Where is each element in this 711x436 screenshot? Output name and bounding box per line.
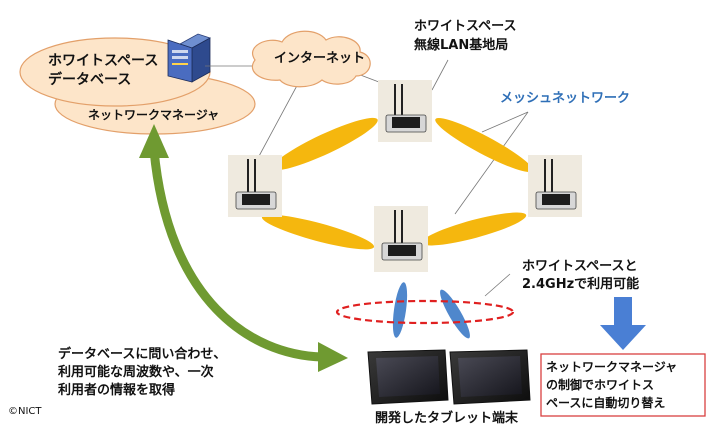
tablet-caption: 開発したタブレット端末: [375, 411, 519, 426]
internet-cloud: [251, 30, 371, 88]
wireless-router-icon: [378, 80, 432, 142]
copyright-notice: ©NICT: [8, 406, 42, 417]
auto-switch-callout: ネットワークマネージャ の制御でホワイトス ペースに自動切り替え: [546, 358, 677, 412]
ws-database-label-line1: ホワイトスペース: [48, 53, 159, 69]
tablet-device-icon: [449, 349, 531, 405]
client-links: [392, 282, 470, 339]
band-ellipse: [335, 299, 515, 325]
base-station-label-line2: 無線LAN基地局: [414, 38, 509, 53]
query-description-line3: 利用者の情報を取得: [58, 383, 176, 398]
query-description-line2: 利用可能な周波数や、一次: [58, 365, 214, 380]
down-arrow: [600, 297, 646, 350]
query-description: データベースに問い合わせ、 利用可能な周波数や、一次 利用者の情報を取得: [58, 346, 226, 400]
mesh-links: [261, 117, 533, 250]
auto-switch-callout-box: [540, 353, 706, 417]
query-arrow: [139, 124, 348, 372]
auto-switch-callout-line3: ペースに自動切り替え: [546, 396, 666, 410]
network-manager-label: ネットワークマネージャ: [88, 108, 220, 122]
base-station-label-line1: ホワイトスペース: [414, 19, 517, 34]
dual-band-label: ホワイトスペースと 2.4GHzで利用可能: [522, 258, 639, 294]
auto-switch-callout-line1: ネットワークマネージャ: [546, 360, 678, 374]
dual-band-label-line1: ホワイトスペースと: [522, 259, 638, 274]
query-description-line1: データベースに問い合わせ、: [58, 347, 227, 362]
tablet-device-icon: [367, 349, 449, 405]
wireless-router-icon: [374, 206, 428, 272]
base-station-label: ホワイトスペース 無線LAN基地局: [414, 17, 516, 55]
dual-band-label-line2: 2.4GHzで利用可能: [522, 277, 640, 292]
auto-switch-callout-line2: の制御でホワイトス: [546, 378, 655, 392]
wireless-router-icon: [528, 155, 582, 217]
ws-database-label: ホワイトスペース データベース: [48, 52, 158, 90]
wireless-router-icon: [228, 155, 282, 217]
ws-database-label-line2: データベース: [48, 72, 132, 88]
internet-label: インターネット: [274, 51, 366, 66]
mesh-network-label: メッシュネットワーク: [500, 91, 631, 106]
server-icon: [167, 33, 211, 83]
